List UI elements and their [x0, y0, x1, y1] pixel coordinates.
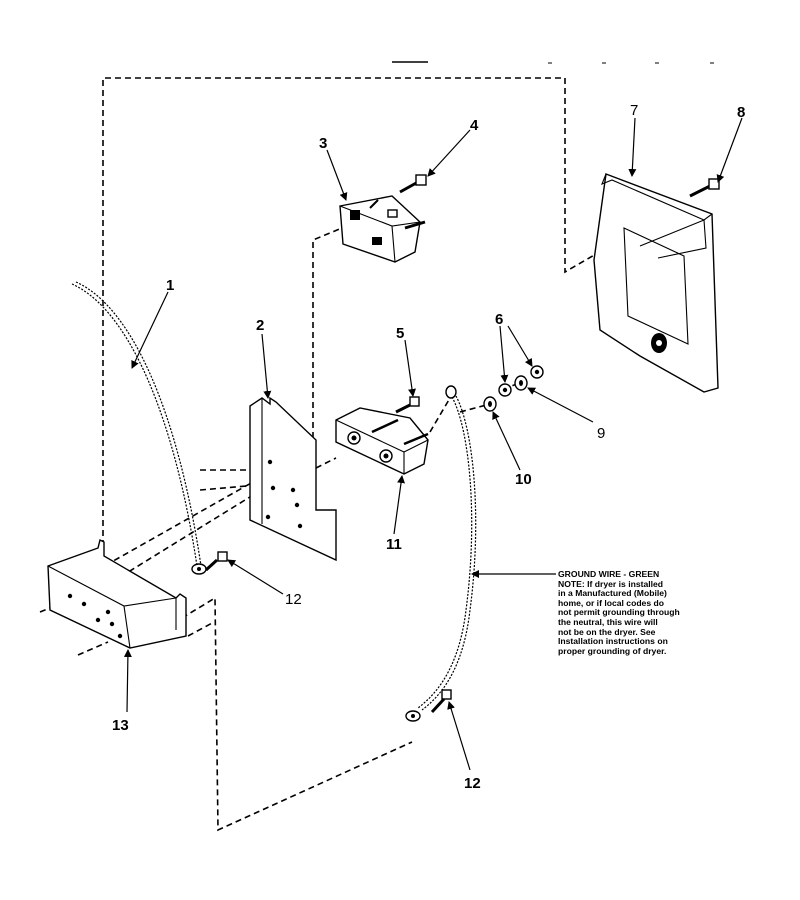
- callout-3: 3: [319, 135, 327, 152]
- callout-6: 6: [495, 311, 503, 328]
- note-line-3: in a Manufactured (Mobile): [558, 588, 667, 599]
- part-7-rear-panel: [593, 173, 719, 393]
- part-9-washer: [514, 375, 528, 391]
- part-4-screw: [399, 174, 427, 194]
- callout-2: 2: [256, 317, 264, 334]
- part-11-terminal-block: [335, 407, 429, 475]
- note-line-4: home, or if local codes do: [558, 597, 665, 608]
- callout-4: 4: [470, 117, 479, 134]
- part-13-lower-bracket: [47, 538, 187, 649]
- note-line-8: Installation instructions on: [558, 636, 668, 647]
- callout-12-upper: 12: [285, 591, 302, 608]
- callout-8: 8: [737, 104, 745, 121]
- part-2-bracket-plate: [249, 396, 337, 562]
- part-5-screw: [395, 396, 420, 414]
- callout-5: 5: [396, 325, 404, 342]
- part-1-ground-wire: [71, 281, 207, 575]
- green-ground-wire: [405, 385, 477, 722]
- part-3-terminal-block: [339, 195, 426, 263]
- note-line-5: not permit grounding through: [558, 607, 680, 618]
- part-6-nut: [498, 365, 544, 397]
- note-line-2: NOTE: If dryer is installed: [558, 578, 664, 589]
- callout-9: 9: [597, 425, 605, 442]
- ground-wire-note: GROUND WIRE - GREEN NOTE: If dryer is in…: [558, 569, 758, 656]
- note-line-6: the neutral, this wire will: [558, 616, 658, 627]
- part-8-screw: [689, 178, 720, 198]
- leader-lines: [123, 117, 743, 771]
- callout-12-lower: 12: [464, 775, 481, 792]
- note-line-7: not be on the dryer. See: [558, 626, 656, 637]
- callout-13: 13: [112, 717, 129, 734]
- callout-11: 11: [386, 536, 402, 553]
- callout-7: 7: [630, 102, 638, 119]
- part-12-screw-lower: [430, 689, 452, 714]
- part-12-screw: [204, 551, 228, 572]
- scan-artifacts: [392, 61, 714, 64]
- callout-10: 10: [515, 471, 532, 488]
- note-line-1: GROUND WIRE - GREEN: [558, 569, 660, 579]
- note-line-9: proper grounding of dryer.: [558, 645, 667, 656]
- part-10-washer: [483, 396, 497, 412]
- callout-1: 1: [166, 277, 174, 294]
